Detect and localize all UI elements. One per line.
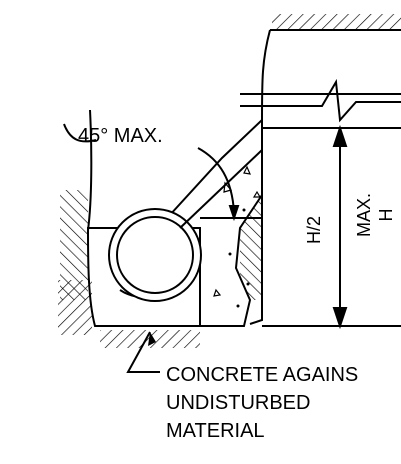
angle-leader <box>63 123 97 143</box>
pipe <box>108 208 202 302</box>
dim-height: H <box>376 209 396 222</box>
note-line-2: UNDISTURBED <box>166 392 310 414</box>
dim-half-height: H/2 <box>304 216 324 244</box>
angle-label: 45° MAX. <box>78 125 163 147</box>
note-line-3: MATERIAL <box>166 420 265 442</box>
note-line-1: CONCRETE AGAINS <box>166 364 358 386</box>
dimension-lines <box>262 124 401 330</box>
angle-indicator <box>179 147 263 229</box>
dim-max: MAX. <box>354 193 374 237</box>
note-leader <box>126 331 160 373</box>
break-line <box>240 78 401 123</box>
note-arrow <box>148 332 156 346</box>
